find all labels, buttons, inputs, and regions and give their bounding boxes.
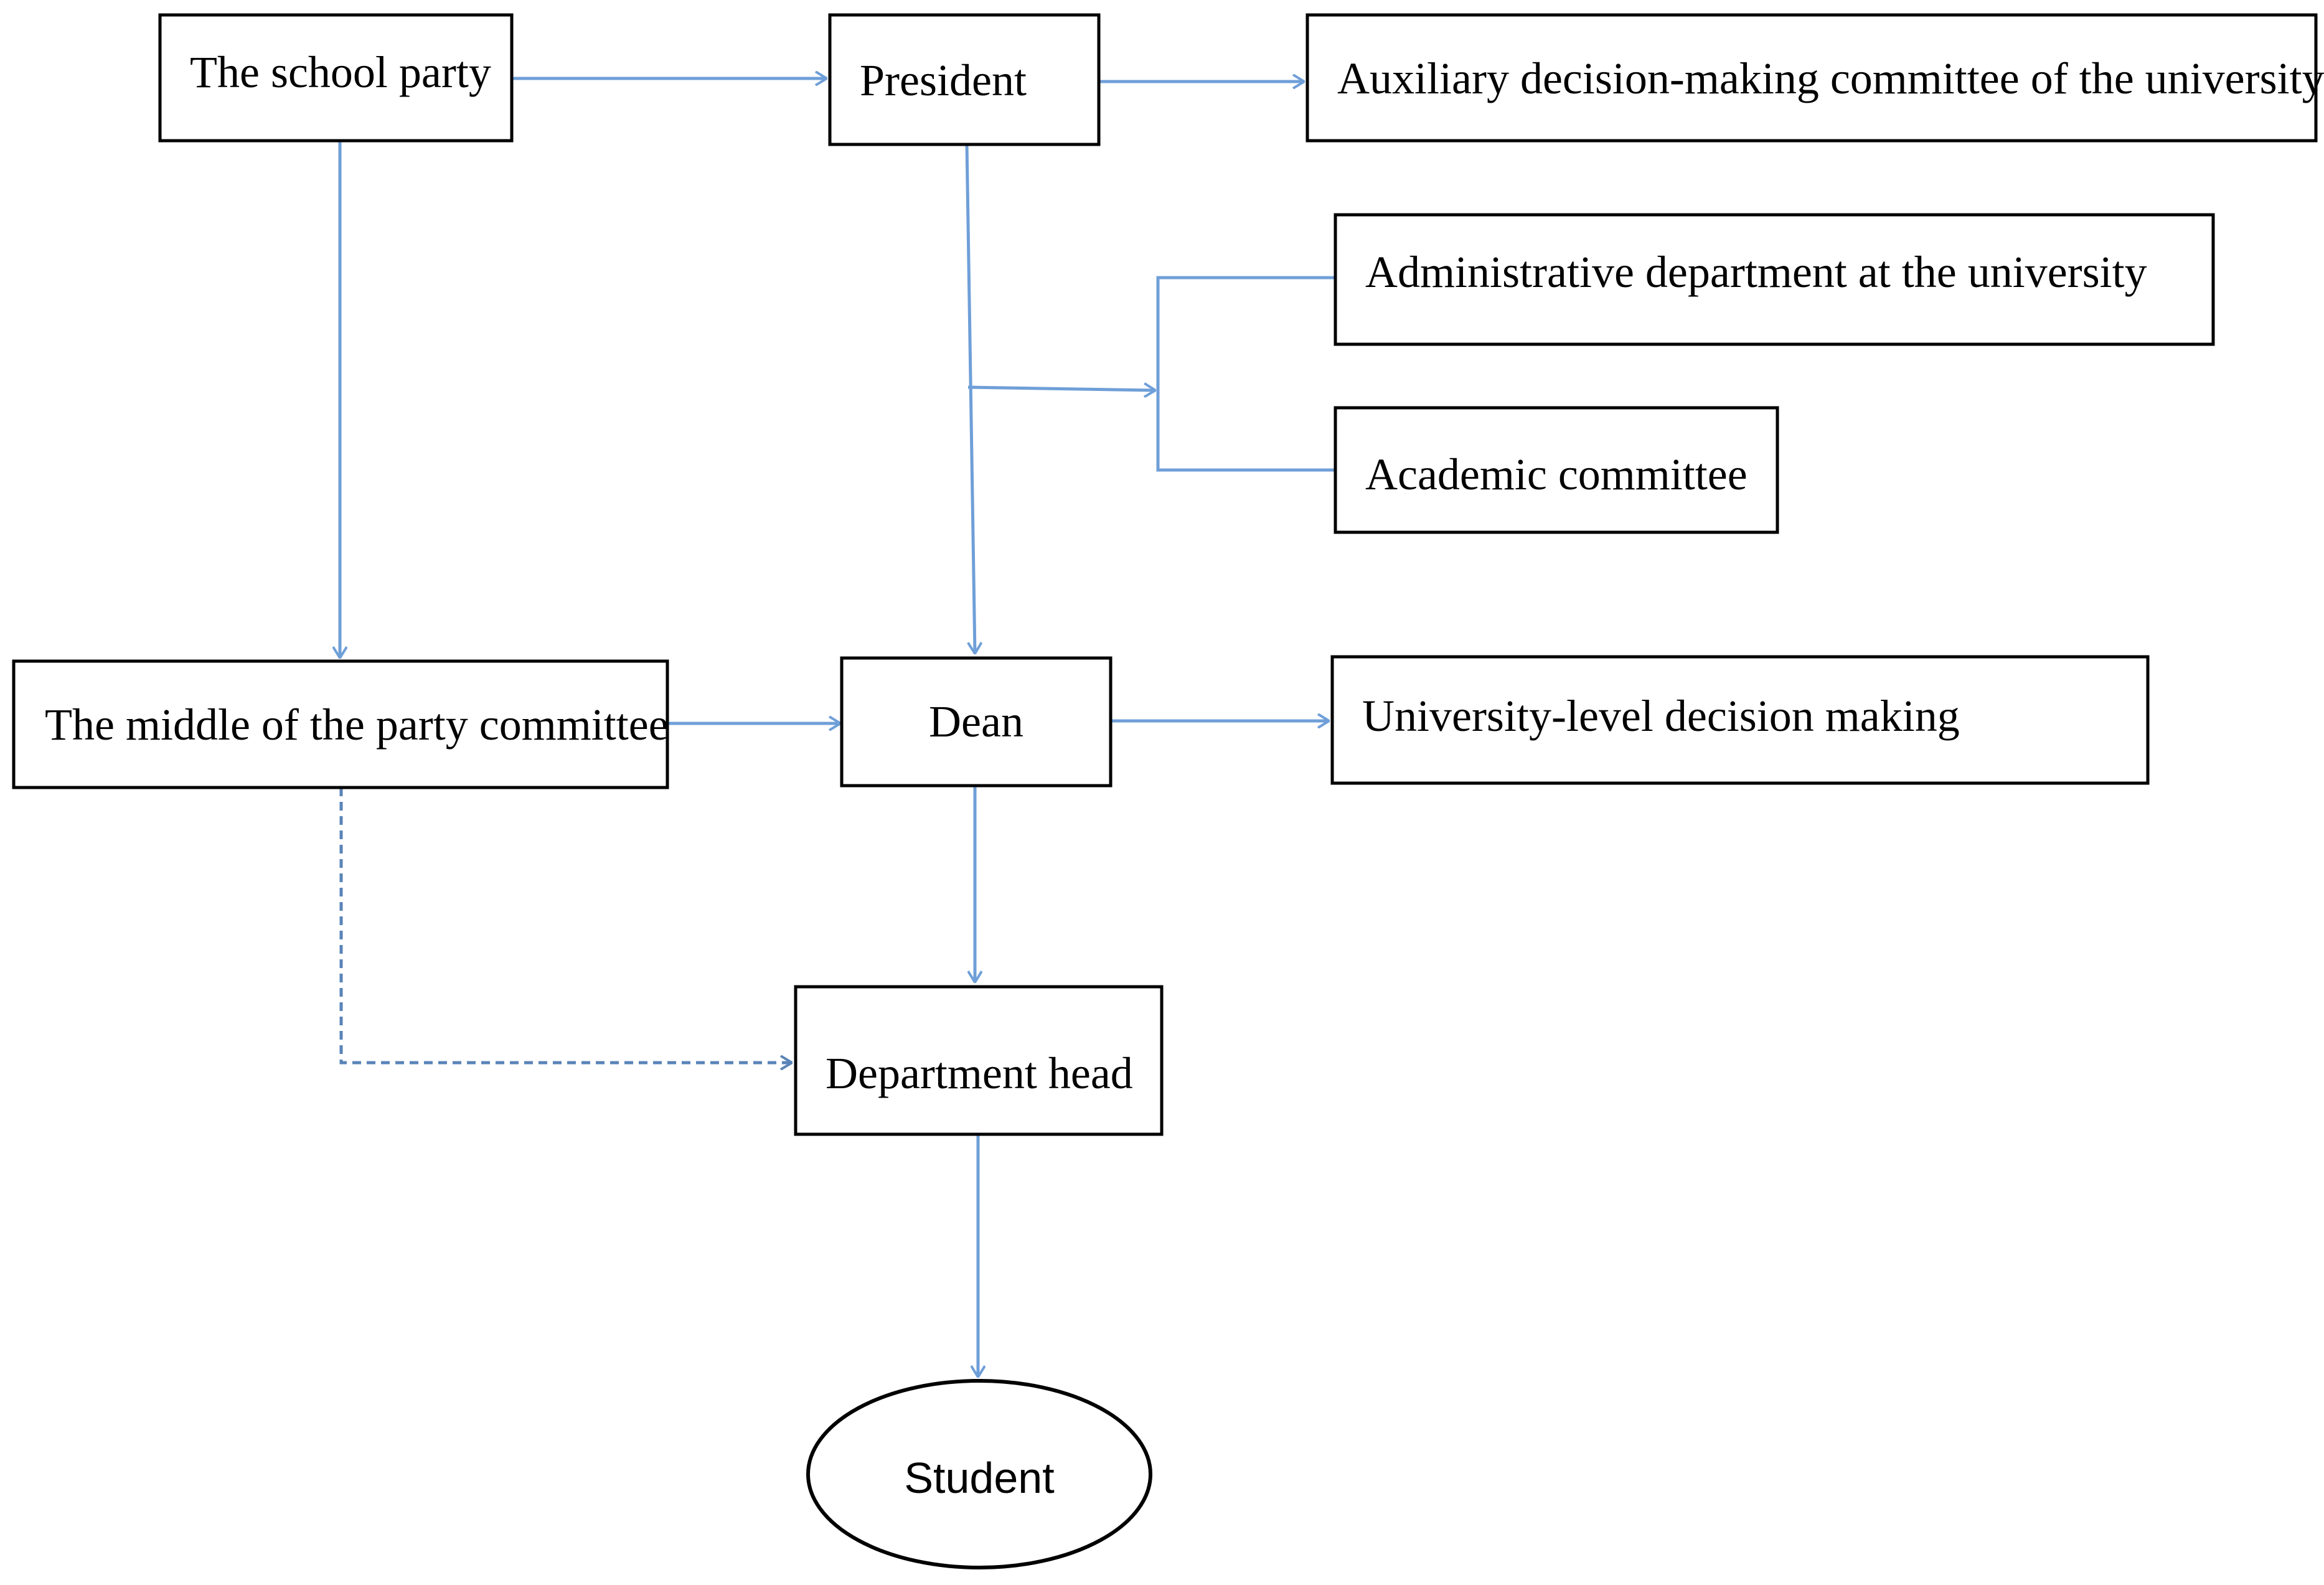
middle-party-committee-box [12, 659, 669, 789]
node-auxiliary-committee: Auxiliary decision-making committee of t… [1305, 13, 2324, 143]
university-level-decision-box [1330, 655, 2150, 785]
academic-committee-label: Academic committee [1365, 449, 1748, 499]
node-academic-committee: Academic committee [1334, 406, 1779, 534]
administrative-department-label: Administrative department at the univers… [1365, 247, 2147, 297]
school-party-box [158, 13, 514, 143]
administrative-department-box [1334, 213, 2215, 346]
edge-dashed-middle-party-committee-to-department-head [339, 788, 792, 1063]
edge-president-branch [967, 387, 1155, 390]
node-university-level-decision: University-level decision making [1330, 655, 2150, 785]
node-dean: Dean [840, 656, 1113, 788]
student-label: Student [904, 1454, 1054, 1502]
edge-bracket-admin-academic [1156, 276, 1335, 472]
school-party-label: The school party [190, 47, 491, 97]
node-department-head: Department head [794, 985, 1164, 1136]
node-student: Student [806, 1379, 1152, 1569]
president-label: President [860, 55, 1027, 105]
node-school-party: The school party [158, 13, 514, 143]
auxiliary-committee-label: Auxiliary decision-making committee of t… [1337, 54, 2324, 103]
university-level-decision-label: University-level decision making [1362, 691, 1960, 741]
auxiliary-committee-box [1305, 13, 2318, 143]
president-box [828, 13, 1101, 146]
dean-label: Dean [929, 697, 1023, 746]
academic-committee-box [1334, 406, 1779, 534]
department-head-box [794, 985, 1164, 1136]
middle-party-committee-label: The middle of the party committee [45, 700, 669, 750]
student-ellipse [806, 1379, 1152, 1569]
node-president: President [828, 13, 1101, 146]
department-head-label: Department head [826, 1048, 1133, 1098]
connectors [340, 78, 1335, 1377]
node-middle-party-committee: The middle of the party committee [12, 659, 669, 789]
edge-president-to-dean [965, 144, 975, 654]
node-administrative-department: Administrative department at the univers… [1334, 213, 2215, 346]
dean-box [840, 656, 1113, 788]
